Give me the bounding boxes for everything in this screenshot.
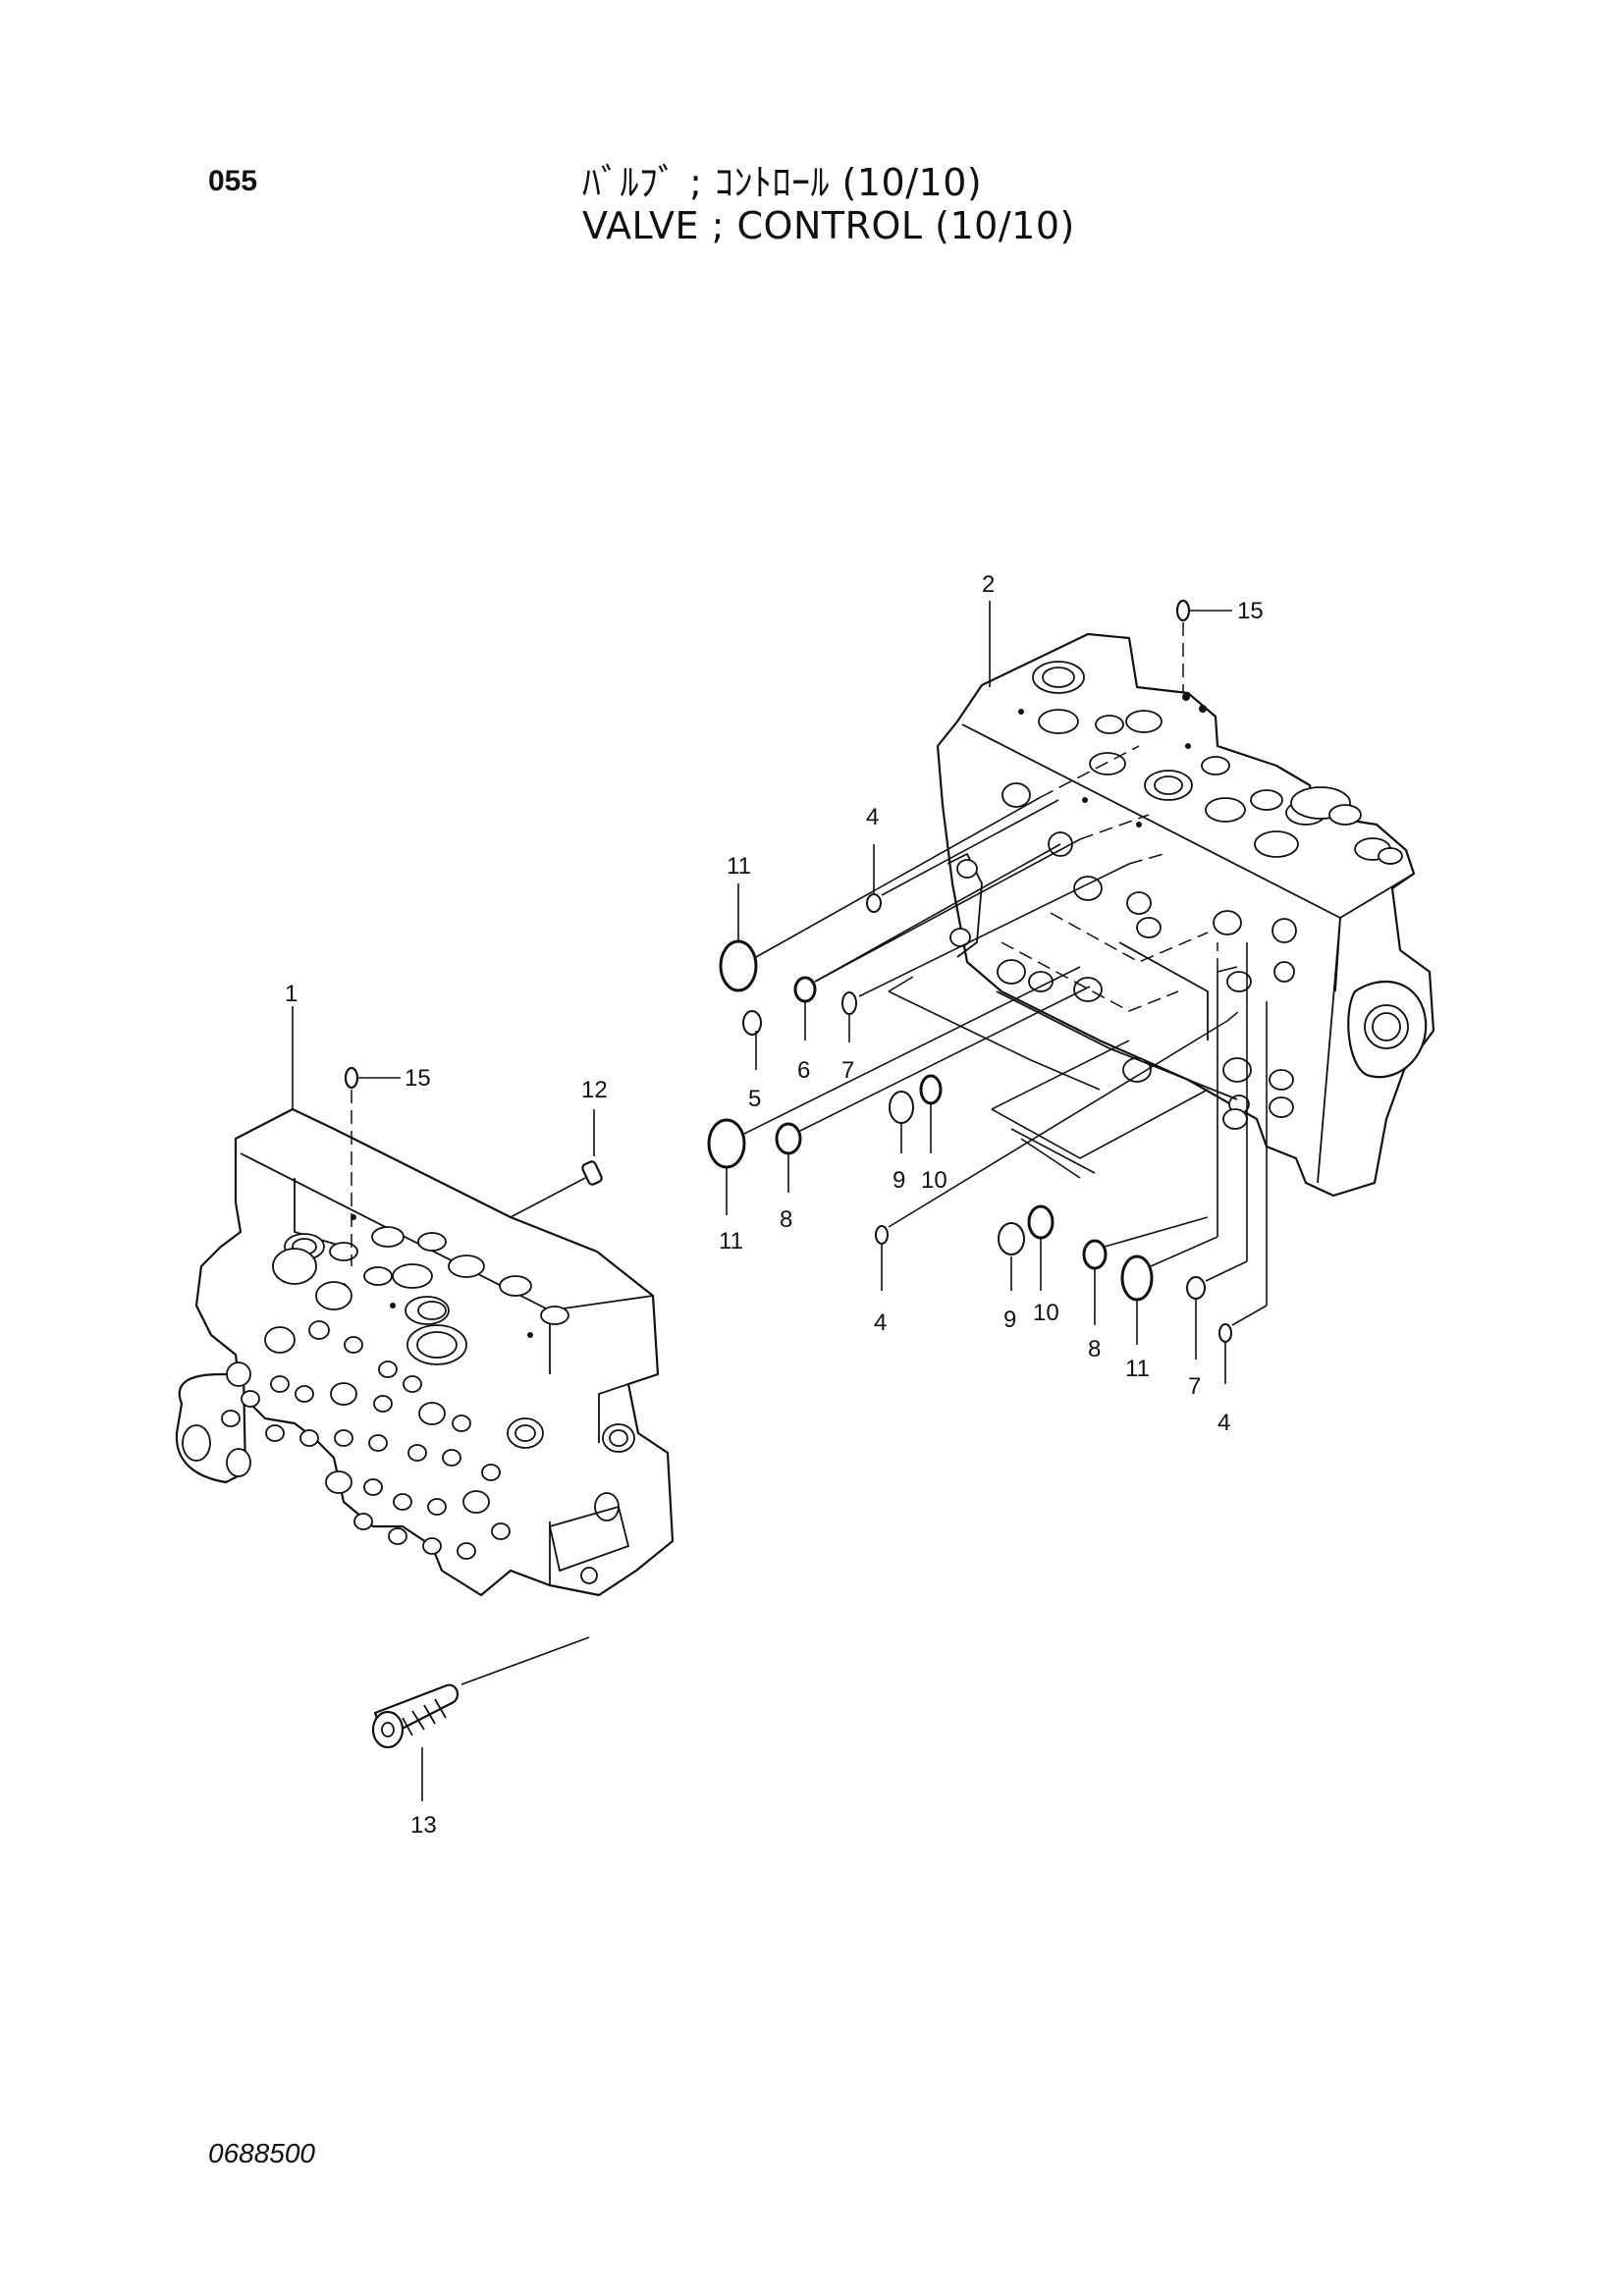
callout-11-lower: 11 (719, 1228, 743, 1255)
title-english: VALVE ; CONTROL (10/10) (582, 204, 1075, 247)
callout-11-right: 11 (1125, 1356, 1150, 1382)
callout-8-right: 8 (1088, 1336, 1101, 1362)
callout-12: 12 (581, 1077, 608, 1103)
callout-2: 2 (982, 571, 995, 598)
front-face-port-holes (221, 1320, 511, 1560)
valve-body-part-1 (175, 1107, 675, 1597)
bolt-part-13 (371, 1636, 590, 1801)
callout-9-right: 9 (1003, 1307, 1016, 1333)
callout-13: 13 (410, 1812, 437, 1839)
title-japanese: ﾊﾞﾙﾌﾞ ; ｺﾝﾄﾛｰﾙ (10/10) (582, 161, 983, 204)
callout-15-right: 15 (1237, 598, 1264, 624)
callout-4-middle: 4 (874, 1309, 887, 1336)
callout-11-upper: 11 (727, 853, 751, 880)
callout-leaders (292, 601, 1226, 1384)
callout-15-left: 15 (405, 1065, 431, 1092)
plug-part-15-left (344, 1066, 401, 1266)
callout-7-right: 7 (1188, 1373, 1201, 1400)
callout-4-right: 4 (1217, 1410, 1230, 1436)
o-rings-and-seals (707, 893, 1232, 1343)
pin-part-12 (510, 1160, 603, 1218)
callout-5: 5 (748, 1086, 761, 1112)
callout-10-left: 10 (921, 1167, 947, 1194)
callout-1: 1 (285, 981, 298, 1007)
drawing-number: 0688500 (208, 2138, 316, 2168)
plug-part-15-right (1175, 599, 1232, 692)
callout-8-left: 8 (780, 1206, 792, 1233)
callout-9-left: 9 (893, 1167, 905, 1194)
valve-body-part-2 (936, 632, 1435, 1198)
assembly-lines (743, 745, 1268, 1326)
callout-10-right: 10 (1033, 1300, 1059, 1326)
callout-6: 6 (797, 1057, 810, 1084)
callout-4-upper: 4 (866, 804, 879, 830)
callout-7-upper: 7 (841, 1057, 854, 1084)
page-code: 055 (208, 165, 258, 197)
callout-labels: 1 2 4 4 4 5 6 7 7 8 8 9 9 10 10 11 11 11… (285, 571, 1264, 1839)
